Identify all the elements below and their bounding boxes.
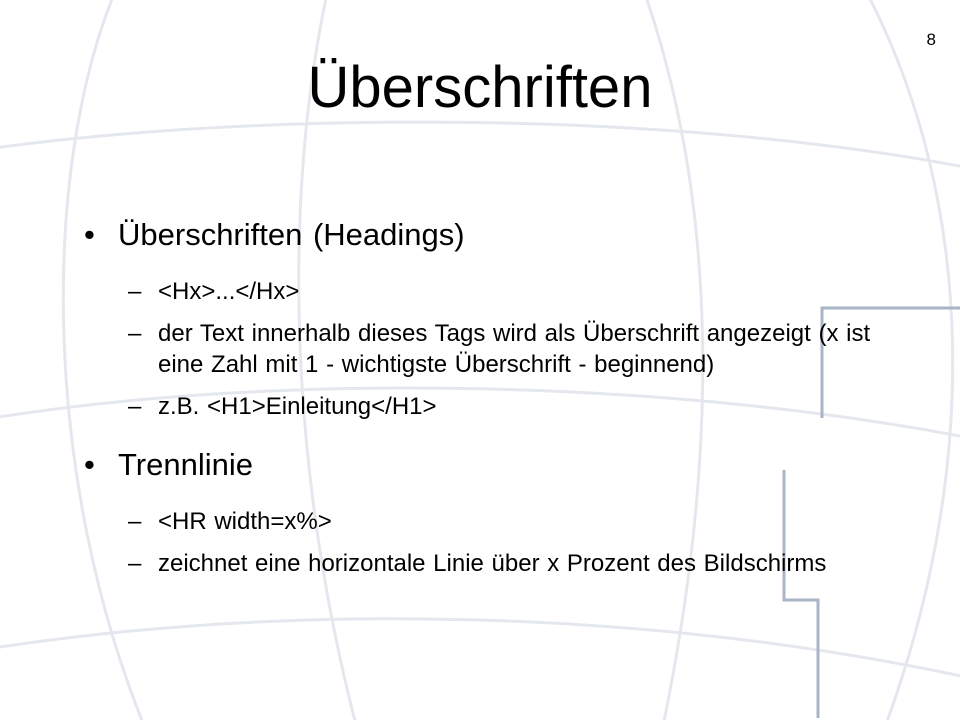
dash-marker: – [128,550,142,577]
bullet-marker: • [84,217,95,252]
sub-item-text: der Text innerhalb dieses Tags wird als … [158,320,871,378]
sub-item: – der Text innerhalb dieses Tags wird al… [80,318,880,380]
page-number: 8 [926,30,936,49]
dash-marker: – [128,508,142,535]
dash-marker: – [128,320,142,347]
dash-marker: – [128,278,142,305]
globe-arc [0,617,960,678]
globe-arc [0,386,960,438]
slide-title: Überschriften [307,55,653,120]
bullet-text: Überschriften (Headings) [118,217,465,252]
sub-item: – zeichnet eine horizontale Linie über x… [80,548,880,579]
bullet-marker: • [84,447,95,482]
globe-arc [61,0,144,720]
bullet-item: • Überschriften (Headings) [80,214,880,256]
step-line [820,306,960,418]
step-line [782,470,820,718]
globe-arc [645,0,705,720]
slide-content: • Überschriften (Headings) – <Hx>...</Hx… [80,214,880,590]
sub-item-text: zeichnet eine horizontale Linie über x P… [158,550,827,577]
globe-arc [868,0,955,720]
dash-marker: – [128,393,142,420]
bullet-text: Trennlinie [118,447,253,482]
sub-item-text: z.B. <H1>Einleitung</H1> [158,393,437,420]
sub-item: – z.B. <H1>Einleitung</H1> [80,391,880,422]
globe-arc [297,0,357,720]
sub-item: – <HR width=x%> [80,506,880,537]
bullet-item: • Trennlinie [80,444,880,486]
globe-arc [0,120,960,168]
sub-item: – <Hx>...</Hx> [80,276,880,307]
sub-item-text: <Hx>...</Hx> [158,278,300,305]
sub-item-text: <HR width=x%> [158,508,332,535]
